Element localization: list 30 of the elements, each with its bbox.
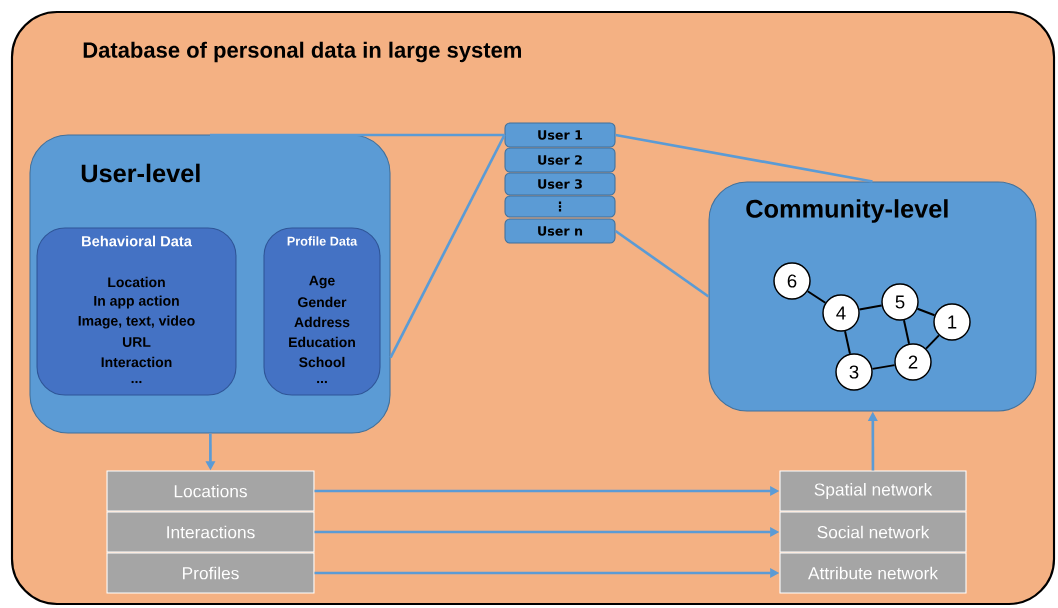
connector-line bbox=[871, 364, 896, 370]
connector-line bbox=[844, 330, 851, 355]
data-box: Profile Data Age Gender Address Education School ... bbox=[263, 227, 381, 396]
data-box: Attribute network bbox=[779, 552, 967, 594]
connector-line bbox=[389, 134, 506, 359]
data-box: Spatial network bbox=[779, 470, 967, 512]
graph-node: 4 bbox=[822, 294, 860, 332]
connector-line bbox=[916, 307, 936, 317]
data-box: Locations bbox=[106, 470, 315, 512]
graph-node: 1 bbox=[933, 303, 971, 341]
connector-line bbox=[858, 304, 883, 311]
graph-node: 2 bbox=[894, 343, 932, 381]
user-row: User 1 bbox=[504, 122, 616, 148]
connector-line bbox=[210, 133, 505, 137]
user-row: User n bbox=[504, 218, 616, 244]
data-box: Interactions bbox=[106, 511, 315, 553]
graph-node: 6 bbox=[773, 262, 811, 300]
data-box: Behavioral Data Location In app action Image, text, video URL Interaction ... bbox=[36, 227, 237, 396]
graph-node: 5 bbox=[881, 283, 919, 321]
data-box: Profiles bbox=[106, 552, 315, 594]
connector-line bbox=[614, 229, 710, 298]
user-row: User 3 bbox=[504, 172, 616, 196]
data-box: Social network bbox=[779, 511, 967, 553]
connector-line bbox=[806, 290, 827, 304]
graph-node: 3 bbox=[835, 353, 873, 391]
connector-line bbox=[925, 334, 940, 350]
user-row: User 2 bbox=[504, 147, 616, 173]
connector-line bbox=[902, 319, 911, 345]
user-row: ⋮ bbox=[504, 195, 616, 218]
connector-line bbox=[615, 133, 873, 183]
